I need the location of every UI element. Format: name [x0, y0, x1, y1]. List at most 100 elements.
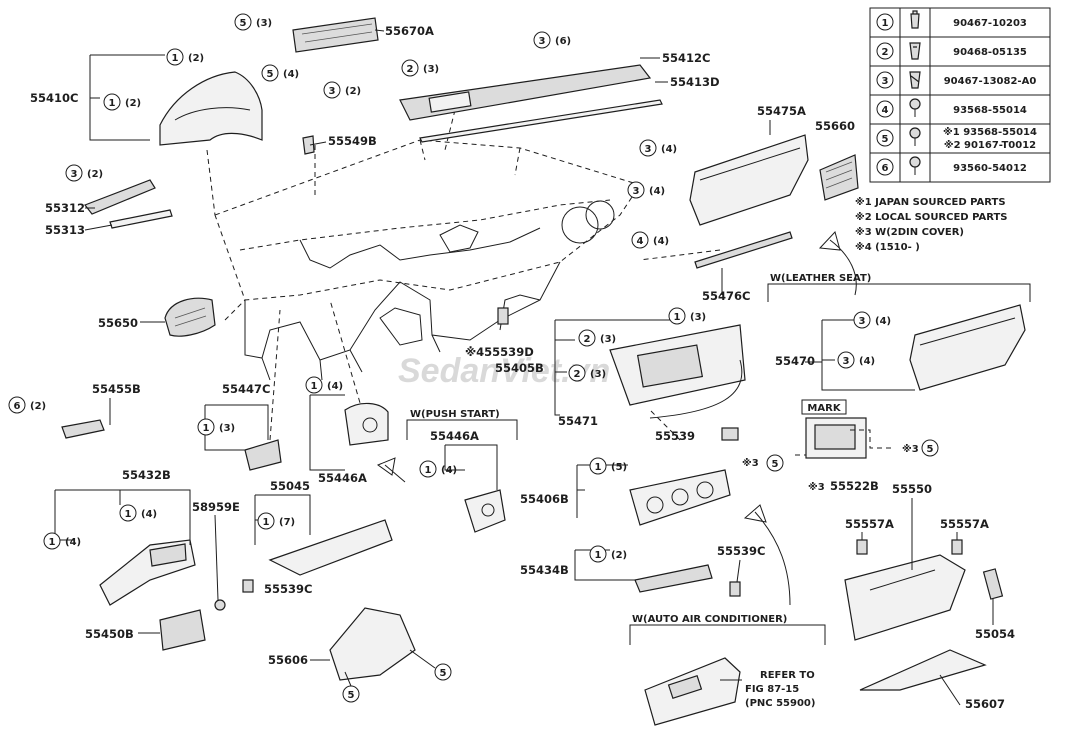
box-auto-ac-label: W(AUTO AIR CONDITIONER) — [632, 614, 787, 625]
label-55660: 55660 — [815, 119, 855, 133]
label-55405b: 55405B — [495, 361, 544, 375]
label-55557a-right: 55557A — [940, 517, 989, 531]
label-55650: 55650 — [98, 316, 138, 330]
svg-text:(3): (3) — [690, 312, 706, 323]
label-55045: 55045 — [270, 479, 310, 493]
svg-text:5: 5 — [772, 459, 779, 470]
svg-text:(4): (4) — [441, 465, 457, 476]
arrow-icon — [818, 231, 857, 296]
svg-text:5: 5 — [440, 668, 447, 679]
svg-text:(6): (6) — [555, 36, 571, 47]
legend-part-5b: ※2 90167-T0012 — [944, 139, 1036, 151]
label-star3-a: ※3 — [808, 481, 825, 493]
refer-line-2: FIG 87-15 — [745, 684, 799, 695]
part-55446a-cover — [344, 402, 389, 446]
part-55455b-clip — [61, 419, 105, 439]
part-55539-switch — [721, 427, 739, 441]
svg-text:(4): (4) — [649, 186, 665, 197]
part-55432b-lower-panel — [99, 539, 196, 606]
leader-lines — [54, 29, 994, 706]
fastener-callouts: 5 (3) 5 (4) 1 (2) 1 (2) 3 (6) 2 (3) 3 (2… — [8, 13, 939, 703]
label-55054: 55054 — [975, 627, 1015, 641]
svg-text:(2): (2) — [30, 401, 46, 412]
legend-num-5: 5 — [882, 134, 889, 145]
legend-num-4: 4 — [882, 105, 889, 116]
part-55539c-switch-right — [729, 581, 741, 597]
label-55410c: 55410C — [30, 91, 78, 105]
part-55312-strip — [84, 179, 173, 229]
label-55432b: 55432B — [122, 468, 171, 482]
label-55446a-push: 55446A — [430, 429, 479, 443]
part-55446a-push-cover — [464, 489, 506, 533]
label-55539c-right: 55539C — [717, 544, 765, 558]
svg-text:(4): (4) — [65, 537, 81, 548]
box-leather-seat-label: W(LEATHER SEAT) — [770, 273, 871, 284]
note-4: ※4 (1510- ) — [855, 241, 920, 253]
svg-text:1: 1 — [49, 537, 56, 548]
label-55313: 55313 — [45, 223, 85, 237]
svg-text:1: 1 — [595, 550, 602, 561]
label-55450b: 55450B — [85, 627, 134, 641]
part-55470-glovebox-lid — [909, 304, 1026, 391]
svg-text:2: 2 — [407, 64, 414, 75]
label-55455b: 55455B — [92, 382, 141, 396]
svg-text:1: 1 — [425, 465, 432, 476]
label-58959e: 58959E — [192, 500, 240, 514]
svg-text:(2): (2) — [87, 169, 103, 180]
label-55447c: 55447C — [222, 382, 270, 396]
svg-text:1: 1 — [595, 462, 602, 473]
note-3: ※3 W(2DIN COVER) — [855, 226, 964, 238]
svg-text:2: 2 — [574, 369, 581, 380]
legend-part-6: 93560-54012 — [953, 163, 1027, 174]
label-star3-c: ※3 — [902, 443, 919, 455]
svg-text:5: 5 — [927, 444, 934, 455]
svg-text:(5): (5) — [611, 462, 627, 473]
svg-text:(3): (3) — [590, 369, 606, 380]
label-55670a: 55670A — [385, 24, 434, 38]
svg-text:1: 1 — [311, 381, 318, 392]
label-55446a: 55446A — [318, 471, 367, 485]
arrow-icon — [743, 504, 791, 606]
svg-text:(3): (3) — [423, 64, 439, 75]
box-push-start-label: W(PUSH START) — [410, 409, 500, 420]
screw-icon — [909, 156, 921, 175]
svg-text:(7): (7) — [279, 517, 295, 528]
part-55412c-top-panel — [399, 64, 663, 143]
clip-icon — [909, 42, 921, 60]
svg-text:3: 3 — [71, 169, 78, 180]
label-55539: 55539 — [655, 429, 695, 443]
legend-num-2: 2 — [882, 47, 889, 58]
screw-icon — [909, 98, 921, 117]
label-55557a-left: 55557A — [845, 517, 894, 531]
mark-label: MARK — [807, 403, 841, 414]
label-55312: 55312 — [45, 201, 85, 215]
part-55405b-center-bezel — [609, 324, 746, 419]
box-leather-seat: W(LEATHER SEAT) — [767, 273, 1031, 302]
label-star3-b: ※3 — [742, 457, 759, 469]
svg-text:(4): (4) — [141, 509, 157, 520]
legend-table: 1 2 3 4 5 6 90467-10203 90468-05135 9046… — [869, 7, 1051, 183]
svg-text:5: 5 — [240, 18, 247, 29]
part-55670a-switch — [292, 17, 379, 53]
dashboard-frame — [214, 139, 641, 381]
legend-part-5a: ※1 93568-55014 — [943, 126, 1037, 138]
label-55607: 55607 — [965, 697, 1005, 711]
svg-text:(4): (4) — [327, 381, 343, 392]
svg-text:(4): (4) — [859, 356, 875, 367]
svg-text:1: 1 — [674, 312, 681, 323]
part-55450b-pocket — [159, 609, 206, 651]
svg-text:2: 2 — [584, 334, 591, 345]
clip-icon — [910, 10, 920, 29]
part-58959e-clip — [214, 599, 226, 611]
box-push-start: W(PUSH START) — [406, 409, 518, 440]
legend-num-6: 6 — [882, 163, 889, 174]
label-55413d: 55413D — [670, 75, 720, 89]
svg-text:5: 5 — [267, 69, 274, 80]
svg-text:(4): (4) — [653, 236, 669, 247]
label-55539d: ※455539D — [465, 345, 534, 359]
label-55606: 55606 — [268, 653, 308, 667]
part-ac-head-unit — [644, 657, 741, 726]
svg-text:(2): (2) — [611, 550, 627, 561]
box-auto-ac: W(AUTO AIR CONDITIONER) — [629, 614, 826, 645]
svg-text:(2): (2) — [345, 86, 361, 97]
